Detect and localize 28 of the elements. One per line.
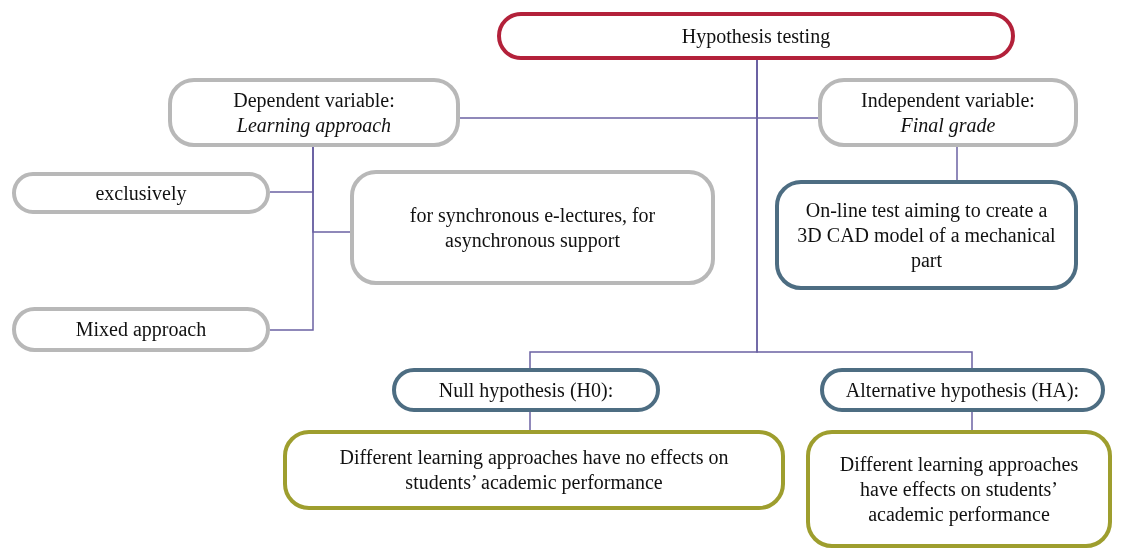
- rounded-box: [497, 12, 1015, 60]
- box-text: for synchronous e-lectures, for asynchronous support: [408, 202, 657, 253]
- box-text: Different learning approaches have no effects on students’ academic performance: [338, 445, 730, 495]
- rounded-box: [12, 172, 270, 214]
- connector-line: [529, 411, 531, 431]
- rounded-box: [283, 430, 785, 510]
- box-text: Learning approach: [236, 112, 392, 138]
- rounded-box: [820, 368, 1105, 412]
- box-heading: Dependent variable:: [233, 87, 395, 113]
- rounded-box: [775, 180, 1078, 290]
- rounded-box: [12, 307, 270, 352]
- rounded-box: [818, 78, 1078, 147]
- connector-line: [269, 146, 314, 331]
- rounded-box: [392, 368, 660, 412]
- box-text: exclusively: [95, 180, 187, 206]
- box-text: Alternative hypothesis (HA):: [845, 377, 1080, 403]
- connector-line: [956, 146, 958, 181]
- box-text: Different learning approaches have effects on students’ academic performance: [838, 451, 1080, 527]
- connector-line: [971, 411, 973, 431]
- box-text: On-line test aiming to create a 3D CAD model of a mechanical part: [796, 197, 1057, 273]
- rounded-box: [350, 170, 715, 285]
- box-text: Hypothesis testing: [681, 23, 831, 49]
- box-text: Null hypothesis (H0):: [438, 377, 614, 403]
- box-text: Final grade: [900, 112, 996, 138]
- rounded-box: [168, 78, 460, 147]
- box-heading: Independent variable:: [861, 87, 1035, 113]
- rounded-box: [806, 430, 1112, 548]
- box-text: Mixed approach: [75, 317, 207, 342]
